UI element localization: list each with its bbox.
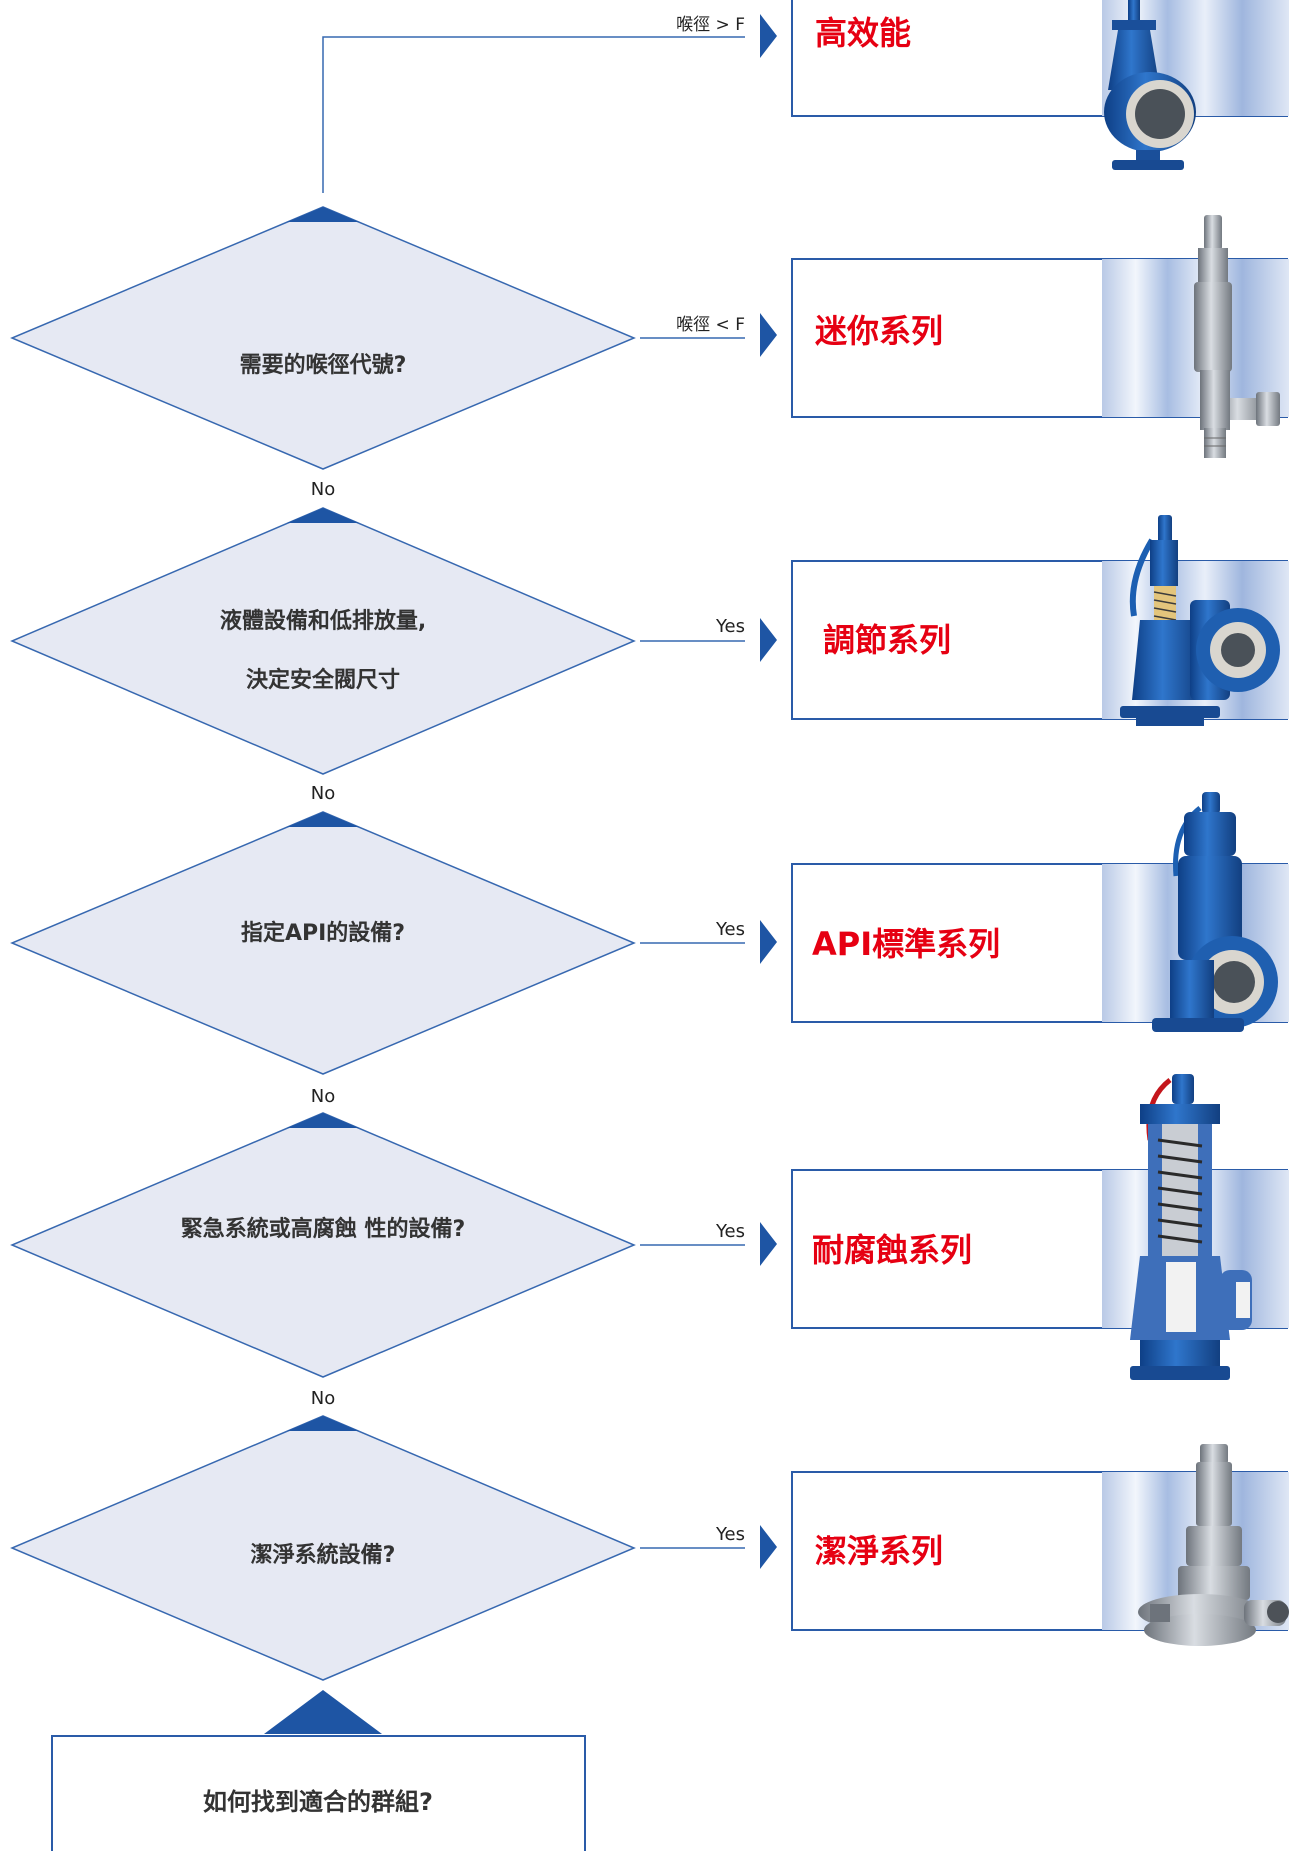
decision-throat: 需要的喉徑代號? bbox=[10, 206, 636, 470]
decision-shape bbox=[10, 507, 636, 775]
branch-label-throat-gt: 喉徑 > F bbox=[676, 15, 745, 35]
decision-text: 指定API的設備? bbox=[241, 920, 405, 946]
decision-text: 需要的喉徑代號? bbox=[240, 352, 407, 378]
yes-label-api: Yes bbox=[715, 919, 745, 940]
no-label-throat: No bbox=[311, 479, 335, 500]
result-label: 耐腐蝕系列 bbox=[812, 1231, 972, 1269]
up-arrow-icon bbox=[287, 1416, 359, 1431]
start-label: 如何找到適合的群組? bbox=[203, 1788, 433, 1816]
decision-shape bbox=[10, 1415, 636, 1681]
up-arrow-icon bbox=[287, 508, 359, 523]
connector-throat-gt bbox=[322, 36, 745, 193]
yes-label-corrosive: Yes bbox=[715, 1221, 745, 1242]
branch-label-throat-lt: 喉徑 < F bbox=[676, 315, 745, 335]
result-label: 迷你系列 bbox=[815, 312, 943, 350]
cutaway-valve-icon bbox=[1130, 1074, 1252, 1380]
right-arrow-icon bbox=[760, 313, 777, 357]
right-arrow-icon bbox=[760, 920, 777, 964]
right-arrow-icon bbox=[760, 618, 777, 662]
up-arrow-icon bbox=[264, 1690, 382, 1734]
start-box: 如何找到適合的群組? bbox=[51, 1690, 586, 1851]
right-arrow-icon bbox=[760, 14, 777, 58]
decision-shape bbox=[10, 811, 636, 1075]
start-box-frame bbox=[51, 1735, 586, 1851]
decision-corrosive: 緊急系統或高腐蝕 性的設備? bbox=[10, 1112, 636, 1378]
threaded-valve-icon bbox=[1194, 215, 1280, 458]
no-label-liquid: No bbox=[311, 783, 335, 804]
result-label: 高效能 bbox=[815, 14, 911, 52]
flanged-valve-icon bbox=[1104, 0, 1196, 170]
api-valve-icon bbox=[1152, 792, 1278, 1032]
no-label-api: No bbox=[311, 1086, 335, 1107]
decision-shape bbox=[10, 1112, 636, 1378]
no-label-corrosive: No bbox=[311, 1388, 335, 1409]
connectors bbox=[322, 36, 745, 1549]
right-arrow-icon bbox=[760, 1222, 777, 1266]
result-label: 潔淨系列 bbox=[815, 1532, 943, 1570]
decision-text-line2: 決定安全閥尺寸 bbox=[246, 667, 400, 693]
lever-valve-icon bbox=[1120, 515, 1280, 726]
edge-labels: 喉徑 > F 喉徑 < F Yes Yes Yes Yes No No No N… bbox=[311, 15, 745, 1545]
yes-label-liquid: Yes bbox=[715, 616, 745, 637]
result-high-performance: 高效能 bbox=[791, 0, 1289, 117]
decision-api: 指定API的設備? bbox=[10, 811, 636, 1075]
sanitary-valve-icon bbox=[1138, 1444, 1289, 1646]
right-arrow-icon bbox=[760, 1525, 777, 1569]
decision-text: 潔淨系統設備? bbox=[251, 1542, 396, 1568]
decision-shape bbox=[10, 206, 636, 470]
up-arrow-icon bbox=[287, 812, 359, 827]
decision-text-line1: 液體設備和低排放量, bbox=[220, 608, 426, 634]
decision-liquid: 液體設備和低排放量, 決定安全閥尺寸 bbox=[10, 507, 636, 775]
yes-label-clean: Yes bbox=[715, 1524, 745, 1545]
decision-text: 緊急系統或高腐蝕 性的設備? bbox=[181, 1216, 465, 1242]
up-arrow-icon bbox=[287, 1113, 359, 1128]
up-arrow-icon bbox=[287, 207, 359, 222]
decision-clean: 潔淨系統設備? bbox=[10, 1415, 636, 1681]
result-arrows bbox=[760, 14, 777, 1569]
result-label: API標準系列 bbox=[812, 925, 1000, 963]
result-label: 調節系列 bbox=[823, 621, 951, 659]
